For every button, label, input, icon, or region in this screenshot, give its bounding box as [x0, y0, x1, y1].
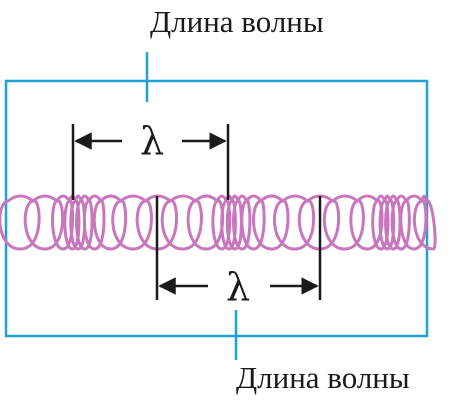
spring-coil-top-path	[6, 194, 428, 203]
spring-coil-path	[0, 199, 437, 251]
wavelength-symbol-top: λ	[140, 119, 164, 163]
wavelength-marker-top: λ	[71, 119, 230, 200]
wavelength-label-bottom: Длина волны	[236, 360, 410, 395]
spring-coil	[0, 194, 437, 251]
wavelength-label-top: Длина волны	[150, 4, 324, 39]
diagram-frame	[4, 79, 429, 338]
wavelength-marker-bottom: λ	[155, 196, 322, 309]
wavelength-symbol-bottom: λ	[226, 265, 250, 309]
